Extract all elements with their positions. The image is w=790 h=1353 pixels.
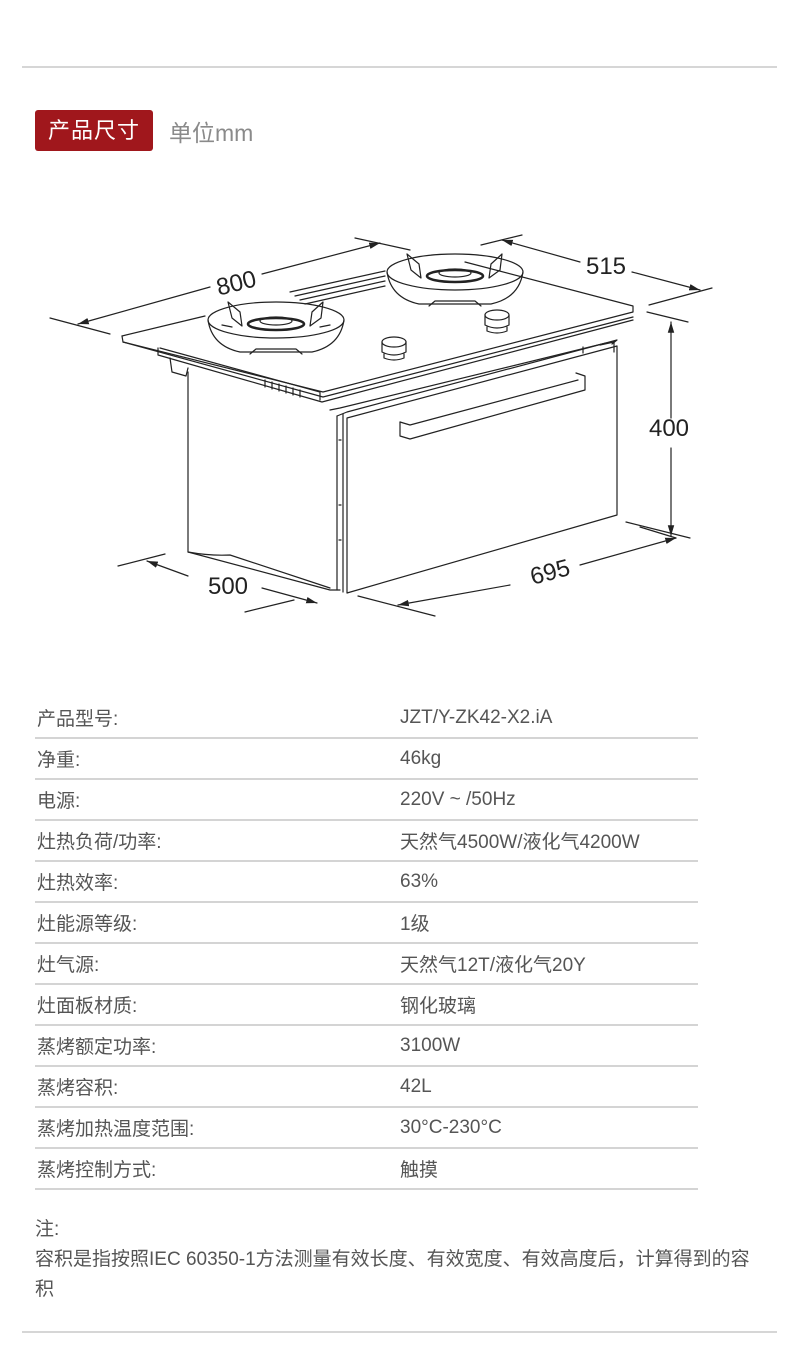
dimension-width-bottom: 695 bbox=[357, 526, 677, 617]
bottom-divider bbox=[22, 1331, 777, 1333]
spec-value: 42L bbox=[400, 1075, 432, 1097]
spec-row-oven-capacity: 蒸烤容积: 42L bbox=[35, 1067, 698, 1108]
glass-cooktop bbox=[121, 261, 634, 403]
dimension-height: 400 bbox=[625, 311, 691, 539]
spec-value: JZT/Y-ZK42-X2.iA bbox=[400, 706, 553, 728]
spec-row-oven-rated-power: 蒸烤额定功率: 3100W bbox=[35, 1026, 698, 1067]
section-badge: 产品尺寸 bbox=[35, 110, 154, 151]
spec-row-stove-heat-load: 灶热负荷/功率: 天然气4500W/液化气4200W bbox=[35, 821, 698, 862]
spec-row-energy-grade: 灶能源等级: 1级 bbox=[35, 903, 698, 944]
spec-row-temperature-range: 蒸烤加热温度范围: 30°C-230°C bbox=[35, 1108, 698, 1149]
spec-value: 钢化玻璃 bbox=[400, 996, 477, 1017]
footnote-heading: 注: bbox=[35, 1219, 60, 1240]
dimension-depth-top: 515 bbox=[480, 234, 713, 306]
spec-row-stove-efficiency: 灶热效率: 63% bbox=[35, 862, 698, 903]
svg-text:400: 400 bbox=[649, 415, 689, 442]
door-handle bbox=[399, 372, 586, 440]
spec-value: 63% bbox=[400, 870, 439, 892]
spec-label: 灶热效率: bbox=[37, 873, 119, 894]
spec-value: 30°C-230°C bbox=[400, 1116, 502, 1138]
burner-right bbox=[386, 253, 524, 307]
spec-table: 产品型号: JZT/Y-ZK42-X2.iA 净重: 46kg 电源: 220V… bbox=[35, 698, 698, 1190]
dimension-width-top: 800 bbox=[49, 237, 411, 335]
spec-value: 3100W bbox=[400, 1034, 461, 1056]
unit-label: 单位mm bbox=[169, 119, 254, 146]
spec-label: 蒸烤加热温度范围: bbox=[37, 1119, 195, 1140]
spec-label: 产品型号: bbox=[37, 709, 119, 730]
product-dimension-drawing: 800 515 400 500 bbox=[0, 220, 790, 640]
spec-row-power-supply: 电源: 220V ~ /50Hz bbox=[35, 780, 698, 821]
footnote: 注: 容积是指按照IEC 60350-1方法测量有效长度、有效宽度、有效高度后，… bbox=[35, 1215, 755, 1305]
knob-left bbox=[381, 336, 407, 361]
spec-label: 灶热负荷/功率: bbox=[37, 832, 162, 853]
spec-value: 1级 bbox=[400, 914, 430, 935]
footnote-text: 容积是指按照IEC 60350-1方法测量有效长度、有效宽度、有效高度后，计算得… bbox=[35, 1249, 750, 1300]
spec-label: 蒸烤额定功率: bbox=[37, 1037, 157, 1058]
spec-value: 220V ~ /50Hz bbox=[400, 788, 516, 810]
spec-label: 灶能源等级: bbox=[37, 914, 138, 935]
spec-row-net-weight: 净重: 46kg bbox=[35, 739, 698, 780]
spec-row-control-method: 蒸烤控制方式: 触摸 bbox=[35, 1149, 698, 1190]
spec-value: 天然气12T/液化气20Y bbox=[400, 955, 586, 976]
spec-label: 净重: bbox=[37, 750, 81, 771]
dimension-depth-bottom: 500 bbox=[117, 553, 318, 613]
burner-left bbox=[207, 301, 345, 355]
spec-value: 触摸 bbox=[400, 1160, 439, 1181]
spec-row-model: 产品型号: JZT/Y-ZK42-X2.iA bbox=[35, 698, 698, 739]
spec-label: 灶气源: bbox=[37, 955, 100, 976]
svg-text:695: 695 bbox=[527, 554, 573, 590]
spec-label: 蒸烤容积: bbox=[37, 1078, 119, 1099]
spec-row-gas-source: 灶气源: 天然气12T/液化气20Y bbox=[35, 944, 698, 985]
spec-label: 电源: bbox=[37, 791, 81, 812]
svg-text:500: 500 bbox=[208, 573, 248, 600]
spec-row-panel-material: 灶面板材质: 钢化玻璃 bbox=[35, 985, 698, 1026]
section-header: 产品尺寸 单位mm bbox=[35, 110, 253, 151]
cabinet-body bbox=[187, 339, 618, 594]
spec-value: 46kg bbox=[400, 747, 442, 769]
top-divider bbox=[22, 66, 777, 68]
svg-text:515: 515 bbox=[586, 253, 626, 280]
spec-label: 灶面板材质: bbox=[37, 996, 138, 1017]
spec-label: 蒸烤控制方式: bbox=[37, 1160, 157, 1181]
knob-right bbox=[484, 309, 510, 334]
spec-value: 天然气4500W/液化气4200W bbox=[400, 832, 640, 853]
svg-text:800: 800 bbox=[214, 266, 259, 302]
